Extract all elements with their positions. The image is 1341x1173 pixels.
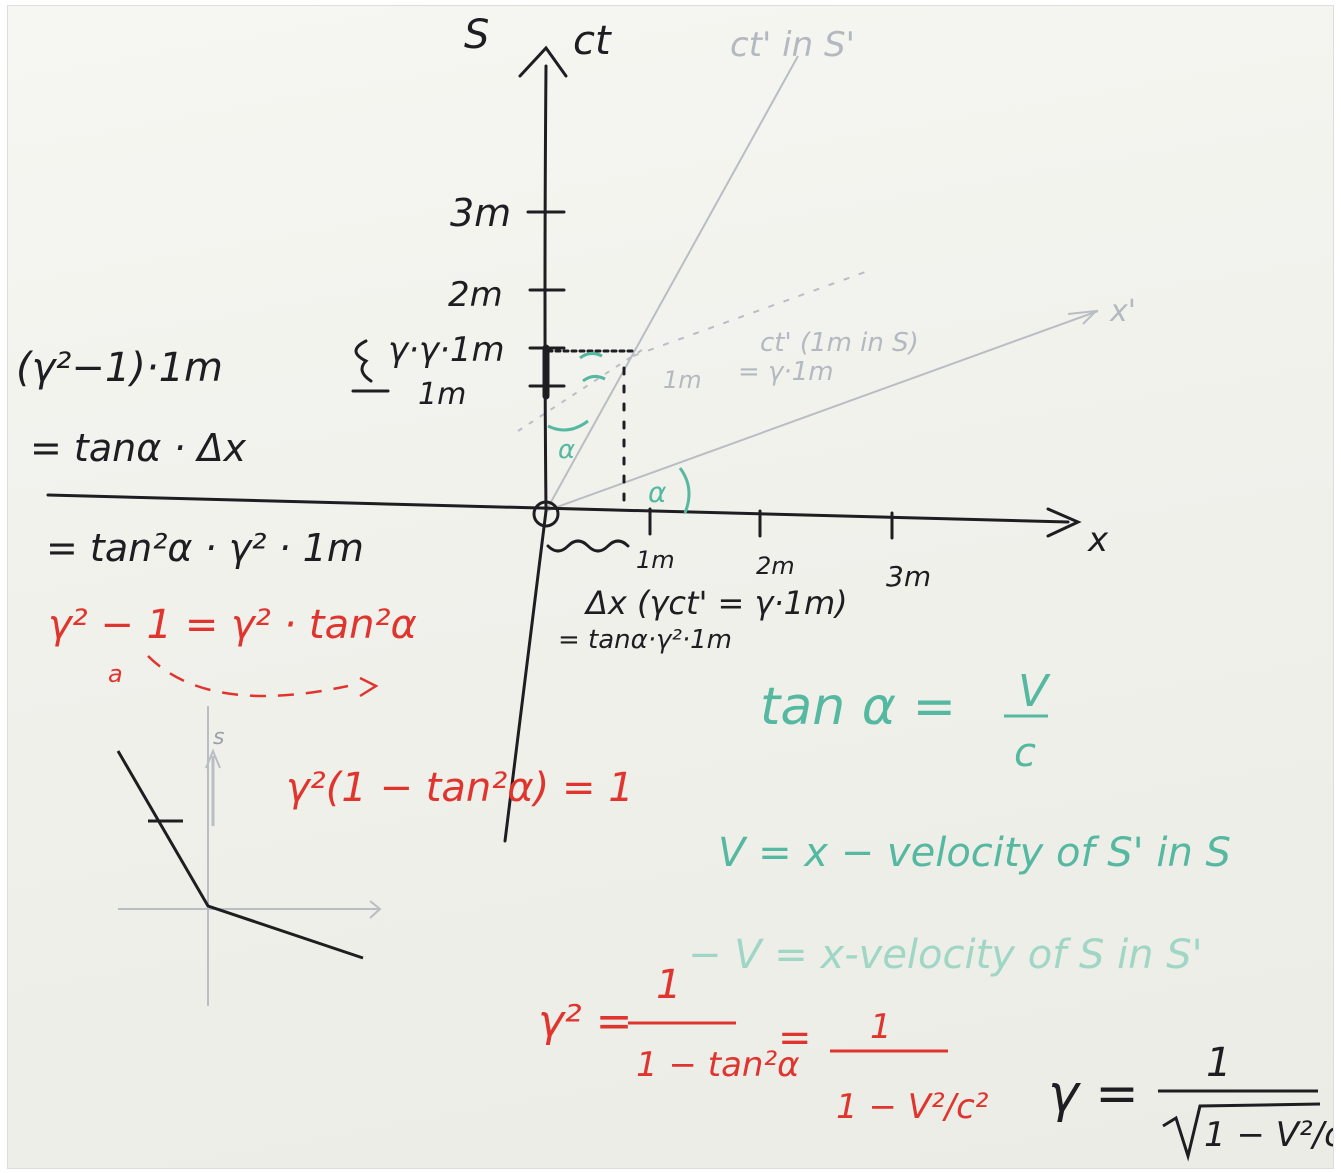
red-den2: 1 − V²/c² [836,1087,989,1127]
alpha-angle-right: α [648,476,667,509]
red-arrow-dashed [147,655,349,698]
ct-prime-1m-line [632,270,869,357]
inset-diagram [118,706,382,1006]
gamma-def: γ = [1048,1064,1139,1124]
dashed-proj [517,345,649,432]
red-num1: 1 [656,962,681,1008]
s-frame-label: S [464,12,489,58]
inset-lines [116,750,364,960]
red-gamma-sq: γ² = [538,996,633,1047]
red-arrow-head [359,676,379,698]
alpha-arcs [547,351,691,514]
whiteboard: ct' in S' x' ct' (1m in S) = γ·1m 1m s [8,6,1341,1168]
red-eq1: γ² − 1 = γ² · tan²α [48,602,417,648]
x-axis-arrow [1046,507,1082,538]
gamma-den: 1 − V²/c² [1204,1115,1333,1155]
delta-x-line1: Δx (γct' = γ·1m) [583,584,848,622]
inset-s-label: s [213,725,224,750]
red-a-label: a [108,660,123,688]
ct-axis [543,64,548,513]
left-eq-line1: (γ²−1)·1m [16,345,223,391]
gamma-gamma-1m: γ·γ·1m [388,330,505,370]
ct-prime-label: ct' in S' [730,25,855,65]
x-prime-axis [545,310,1099,512]
delta-x-line2: = tanα·γ²·1m [558,625,732,655]
main-axes [46,45,1082,843]
tan-alpha-eq: tan α = [760,677,956,737]
v-definition: V = x − velocity of S' in S [718,830,1231,876]
green-V: V [1018,666,1051,717]
ct-axis-lower [503,509,548,843]
origin [532,500,560,528]
x-tick-2m: 2m [756,552,795,580]
x-prime-arrow [1067,309,1099,325]
green-c: c [1014,730,1036,776]
red-eq2: γ²(1 − tan²α) = 1 [286,765,634,811]
small-1m-label: 1m [663,366,702,394]
x-label: x [1087,520,1109,560]
y-tick-2m: 2m [448,275,503,315]
minus-v-definition: − V = x-velocity of S in S' [688,932,1203,978]
red-num2: 1 [870,1007,892,1047]
ct-prime-axis [545,55,799,512]
left-eq-line2: = tanα · Δx [30,426,246,470]
y-tick-1m: 1m [418,377,466,412]
left-eq-line3: = tan²α · γ² · 1m [46,526,364,570]
gamma-1m-label: = γ·1m [738,357,834,387]
whiteboard-drawing: ct' in S' x' ct' (1m in S) = γ·1m 1m s [16,12,1341,1162]
s-prime-frame [517,55,1099,512]
alpha-angle-top: α [558,435,575,465]
red-eq-sign: = [778,1015,812,1061]
sqrt-sign [1162,1102,1321,1162]
red-den1: 1 − tan²α [636,1045,800,1085]
gamma-num: 1 [1206,1040,1231,1086]
x-tick-3m: 3m [886,560,931,593]
y-tick-3m: 3m [450,191,511,235]
ct-prime-1m-label: ct' (1m in S) [760,328,919,358]
x-prime-label: x' [1109,294,1136,329]
x-tick-1m: 1m [636,546,675,574]
ct-axis-arrow [518,45,568,78]
ct-label: ct [573,18,612,64]
